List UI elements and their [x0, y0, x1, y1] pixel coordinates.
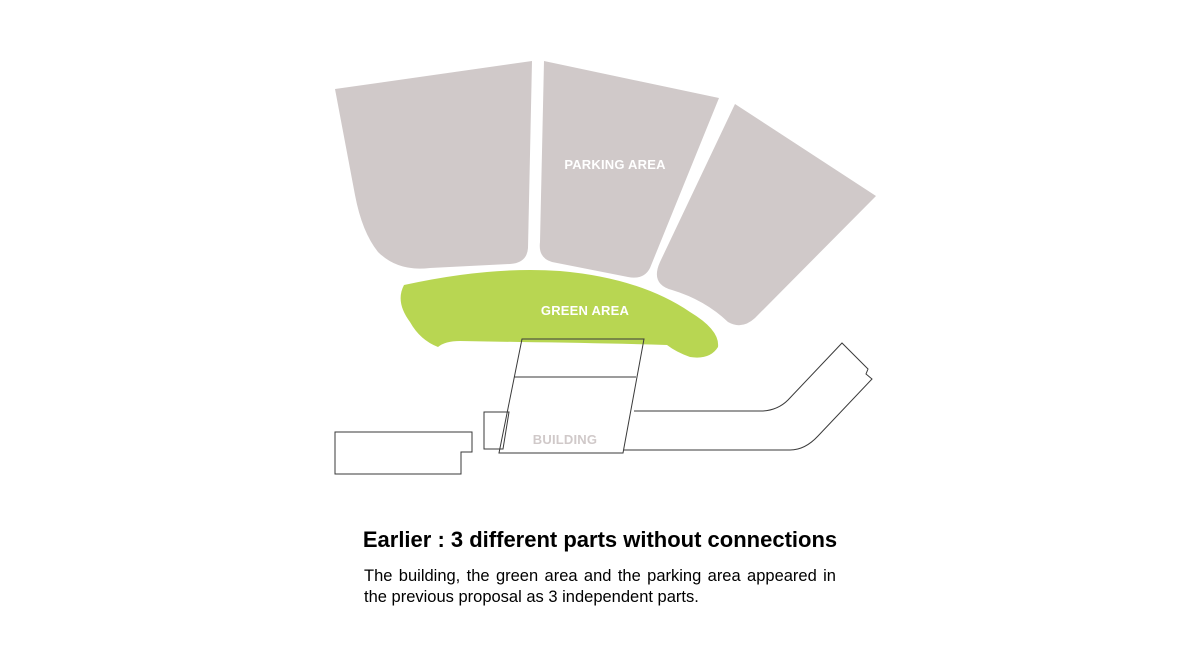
caption-body: The building, the green area and the par… — [364, 567, 836, 606]
parking-block-right — [656, 104, 876, 326]
parking-area — [335, 61, 876, 326]
building-main-block — [498, 338, 645, 454]
parking-area-label: PARKING AREA — [564, 157, 666, 172]
building-separate-block — [334, 431, 473, 475]
green-area-label: GREEN AREA — [541, 303, 630, 318]
parking-block-middle — [539, 61, 719, 278]
building-small-annex — [483, 411, 510, 450]
building-outlines — [334, 338, 873, 475]
parking-block-left — [335, 61, 532, 269]
caption-title: Earlier : 3 different parts without conn… — [362, 527, 838, 552]
building-label: BUILDING — [533, 432, 597, 447]
building-wing — [624, 342, 873, 451]
green-area — [400, 269, 719, 358]
